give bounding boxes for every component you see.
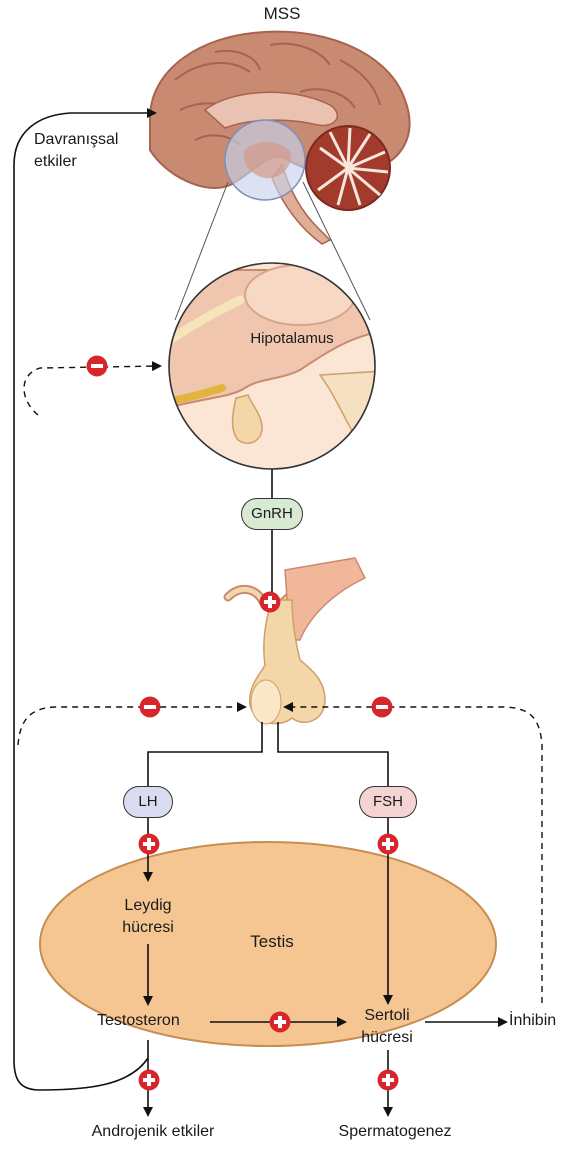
leydig-cell-label: Leydig hücresi (103, 895, 193, 939)
minus-sign-icon (87, 356, 108, 377)
lh-pill: LH (123, 786, 173, 818)
fsh-pill: FSH (359, 786, 417, 818)
spermatogenesis-label: Spermatogenez (339, 1123, 452, 1141)
brain-illustration (150, 32, 410, 244)
testis-label: Testis (250, 932, 293, 952)
plus-sign-icon (378, 1070, 399, 1091)
androgenic-effects-label: Androjenik etkiler (92, 1123, 215, 1141)
inhibin-label: İnhibin (509, 1012, 556, 1030)
cerebellum (306, 126, 390, 210)
gnrh-pill: GnRH (241, 498, 303, 530)
pituitary-to-lh (148, 722, 262, 788)
sertoli-cell-label: Sertoli hücresi (342, 1005, 432, 1049)
minus-sign-icon (140, 697, 161, 718)
plus-sign-icon (270, 1012, 291, 1033)
hypothalamus-circle (150, 263, 400, 469)
cns-label: MSS (264, 4, 301, 24)
plus-sign-icon (260, 592, 281, 613)
testosterone-label: Testosteron (97, 1012, 180, 1030)
plus-sign-icon (378, 834, 399, 855)
plus-sign-icon (139, 834, 160, 855)
minus-sign-icon (372, 697, 393, 718)
pituitary-illustration (228, 558, 365, 724)
hypothalamus-label: Hipotalamus (250, 330, 333, 347)
behavioral-effects-label: Davranışsal etkiler (34, 129, 164, 173)
testosterone-pituitary-feedback (18, 707, 245, 745)
pituitary-to-fsh (278, 722, 388, 788)
plus-sign-icon (139, 1070, 160, 1091)
